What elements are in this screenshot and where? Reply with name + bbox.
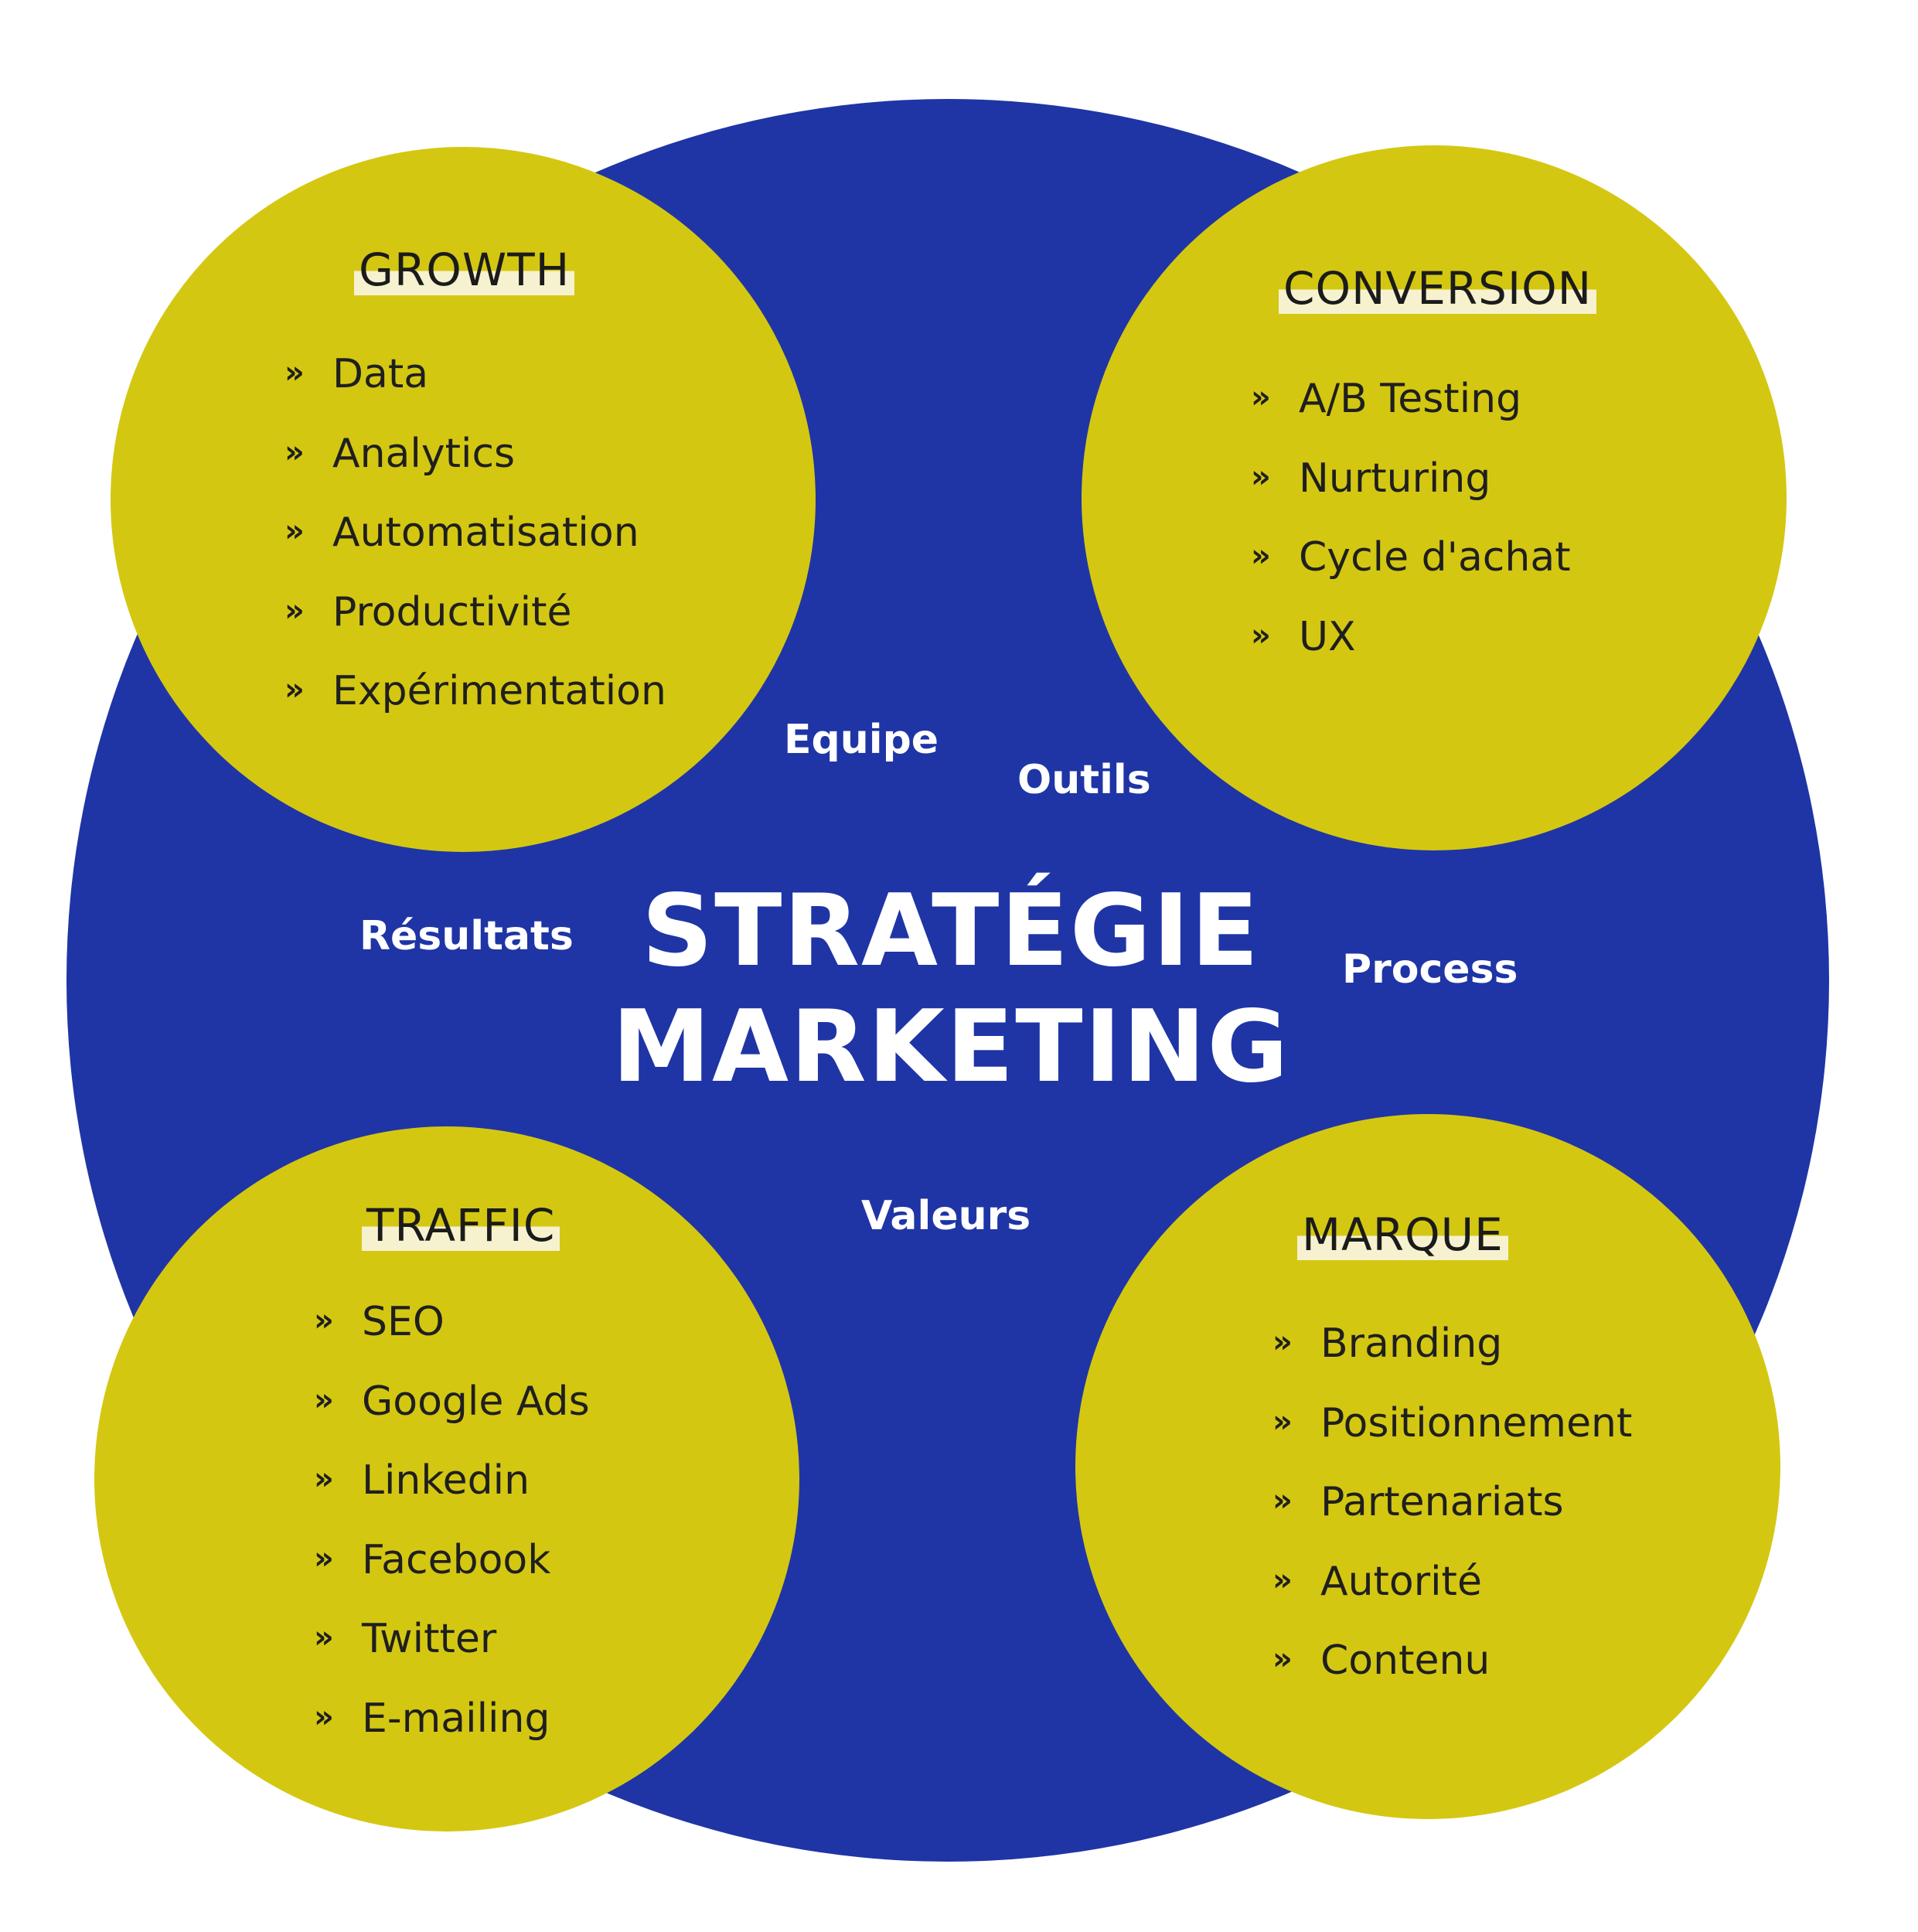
growth-title: GROWTH	[354, 244, 575, 295]
list-item: »Positionnement	[1272, 1399, 1633, 1446]
word-process: Process	[1342, 946, 1518, 993]
chevron-double-right-icon: »	[1272, 1483, 1293, 1518]
word-equipe: Equipe	[784, 717, 939, 763]
chevron-double-right-icon: »	[314, 1699, 334, 1735]
chevron-double-right-icon: »	[284, 592, 305, 629]
chevron-double-right-icon: »	[1251, 617, 1271, 653]
word-valeurs: Valeurs	[861, 1193, 1031, 1239]
list-item: »Cycle d'achat	[1251, 534, 1571, 581]
word-outils: Outils	[1017, 757, 1151, 803]
list-item: »Analytics	[284, 430, 516, 477]
list-item: »Contenu	[1272, 1637, 1490, 1684]
list-item: »Autorité	[1272, 1558, 1482, 1605]
list-item: »Productivité	[284, 588, 572, 635]
chevron-double-right-icon: »	[1272, 1641, 1293, 1677]
chevron-double-right-icon: »	[1251, 538, 1271, 574]
chevron-double-right-icon: »	[284, 434, 305, 470]
list-item: »Data	[284, 351, 429, 397]
growth-list: »Data »Analytics »Automatisation »Produc…	[284, 349, 666, 746]
chevron-double-right-icon: »	[314, 1540, 334, 1576]
chevron-double-right-icon: »	[1251, 380, 1271, 415]
traffic-list: »SEO »Google Ads »Linkedin »Facebook »Tw…	[314, 1297, 590, 1773]
list-item: »SEO	[314, 1299, 445, 1345]
chevron-double-right-icon: »	[284, 672, 305, 707]
chevron-double-right-icon: »	[1272, 1324, 1293, 1360]
list-item: »Expérimentation	[284, 668, 666, 714]
list-item: »Partenariats	[1272, 1479, 1564, 1525]
chevron-double-right-icon: »	[1251, 458, 1271, 495]
list-item: »E-mailing	[314, 1695, 550, 1742]
list-item: »Twitter	[314, 1616, 497, 1662]
marque-list: »Branding »Positionnement »Partenariats …	[1272, 1319, 1632, 1716]
list-item: »Nurturing	[1251, 455, 1491, 502]
list-item: »A/B Testing	[1251, 376, 1522, 422]
chevron-double-right-icon: »	[314, 1620, 334, 1655]
center-title: STRATÉGIE MARKETING	[541, 874, 1361, 1106]
chevron-double-right-icon: »	[1272, 1403, 1293, 1440]
list-item: »Automatisation	[284, 509, 639, 556]
marque-title: MARQUE	[1297, 1209, 1508, 1260]
conversion-title: CONVERSION	[1279, 263, 1597, 314]
chevron-double-right-icon: »	[314, 1303, 334, 1338]
list-item: »Google Ads	[314, 1378, 590, 1425]
traffic-title: TRAFFIC	[362, 1200, 560, 1251]
chevron-double-right-icon: »	[314, 1461, 334, 1497]
chevron-double-right-icon: »	[284, 513, 305, 549]
list-item: »Facebook	[314, 1536, 551, 1583]
list-item: »Branding	[1272, 1320, 1503, 1367]
list-item: »Linkedin	[314, 1457, 530, 1504]
center-title-line2: MARKETING	[612, 990, 1290, 1105]
chevron-double-right-icon: »	[284, 355, 305, 390]
list-item: »UX	[1251, 613, 1356, 660]
chevron-double-right-icon: »	[1272, 1562, 1293, 1598]
word-resultats: Résultats	[359, 913, 574, 959]
conversion-list: »A/B Testing »Nurturing »Cycle d'achat »…	[1251, 374, 1571, 691]
center-title-line1: STRATÉGIE	[641, 874, 1261, 989]
chevron-double-right-icon: »	[314, 1382, 334, 1418]
